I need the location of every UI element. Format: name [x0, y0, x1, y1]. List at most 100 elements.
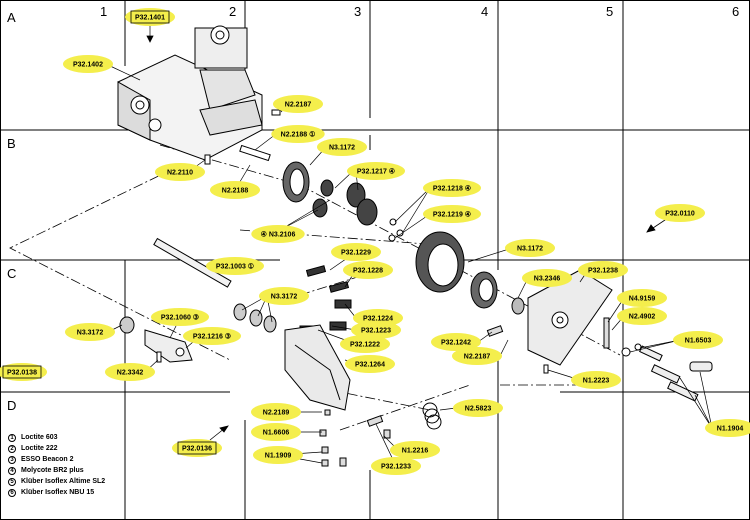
part-tag: P32.1238	[578, 261, 628, 279]
tag-label: P32.0136	[182, 446, 212, 453]
row-labels: A B C D	[7, 10, 16, 413]
part-tag: N2.2188	[210, 181, 260, 199]
tag-label: N3.3172	[271, 294, 298, 301]
tag-highlight	[343, 261, 393, 279]
tag-highlight	[183, 327, 241, 345]
gear-part	[312, 179, 378, 226]
tag-label: N1.6606	[263, 430, 290, 437]
tag-highlight	[271, 125, 325, 143]
part-tag: N3.3172	[65, 323, 115, 341]
legend-text: Klüber Isoflex NBU 15	[21, 489, 95, 496]
tag-label: N4.9159	[629, 296, 656, 303]
legend-text: Klüber Isoflex Altime SL2	[21, 478, 106, 485]
tag-highlight	[371, 457, 421, 475]
part-tag: P32.1402	[63, 55, 113, 73]
tag-label: N1.1909	[265, 453, 292, 460]
part-tag: N2.5823	[453, 399, 503, 417]
tag-highlight	[251, 225, 305, 243]
col-label-6: 6	[732, 4, 739, 19]
part-tag: P32.1401	[125, 8, 175, 26]
tag-box	[130, 10, 170, 24]
shaft-part	[153, 237, 232, 288]
part-tag: N2.2189	[251, 403, 301, 421]
row-label-a: A	[7, 10, 16, 25]
tag-label: P32.1223	[361, 328, 391, 335]
tag-label: P32.1218 ④	[433, 185, 471, 193]
screw-part	[639, 345, 713, 402]
tag-label: N2.2187	[285, 102, 312, 109]
part-tag: N1.2216	[390, 441, 440, 459]
tag-label: P32.1003 ①	[216, 263, 254, 271]
tag-highlight	[578, 261, 628, 279]
tag-highlight	[505, 239, 555, 257]
tag-label: N2.2188 ①	[281, 131, 316, 139]
part-tag: N3.1172	[505, 239, 555, 257]
part-drawings	[117, 25, 713, 467]
legend-text: Loctite 222	[21, 445, 58, 452]
tag-label: N1.1904	[717, 426, 744, 433]
tag-highlight	[0, 363, 47, 381]
part-tag: P32.0110	[655, 204, 705, 222]
tag-highlight	[390, 441, 440, 459]
part-tag: P32.0138	[0, 363, 47, 381]
legend-number: 2	[8, 444, 16, 453]
tag-highlight	[65, 323, 115, 341]
tag-label: P32.1402	[73, 62, 103, 69]
tag-label: P32.1219 ④	[433, 211, 471, 219]
tag-label: N2.5823	[465, 406, 492, 413]
part-tag: P32.1217 ④	[347, 162, 405, 180]
tag-highlight	[347, 162, 405, 180]
legend-number: 6	[8, 488, 16, 497]
legend-text: ESSO Beacon 2	[21, 456, 74, 463]
tag-label: P32.1401	[135, 15, 165, 22]
col-label-3: 3	[354, 4, 361, 19]
washer-part	[621, 347, 631, 357]
tag-highlight	[522, 269, 572, 287]
part-tag: N3.1172	[317, 138, 367, 156]
tag-label: P32.1242	[441, 340, 471, 347]
seal-ring-part	[470, 271, 498, 309]
tag-highlight	[617, 307, 667, 325]
tag-highlight	[431, 333, 481, 351]
tag-label: N2.4902	[629, 314, 656, 321]
tag-highlight	[351, 321, 401, 339]
pin-part	[271, 109, 281, 116]
column-labels: 1 2 3 4 5 6	[100, 4, 739, 19]
link-part	[144, 329, 193, 363]
tag-label: N3.1172	[329, 145, 355, 152]
part-tag: P32.1264	[345, 355, 395, 373]
part-tag: N1.2223	[571, 371, 621, 389]
col-label-2: 2	[229, 4, 236, 19]
tag-label: ④ N3.2106	[261, 231, 296, 239]
part-tag: N1.6606	[251, 423, 301, 441]
part-tag: P32.1228	[343, 261, 393, 279]
tag-label: P32.1264	[355, 362, 385, 369]
brake-pad-part	[299, 265, 352, 335]
tag-box	[2, 365, 42, 379]
tag-highlight	[340, 335, 390, 353]
tag-label: N3.3172	[77, 330, 104, 337]
small-fitting-part	[319, 325, 504, 467]
tag-highlight	[673, 331, 723, 349]
washer-part	[634, 343, 642, 351]
tag-highlight	[571, 371, 621, 389]
spring-part	[422, 402, 442, 430]
legend-text: Molycote BR2 plus	[21, 467, 84, 474]
tag-highlight	[155, 163, 205, 181]
part-tag: N2.2188 ①	[271, 125, 325, 143]
part-tag: N4.9159	[617, 289, 667, 307]
tag-label: N1.6503	[685, 338, 712, 345]
part-tag: P32.1242	[431, 333, 481, 351]
tag-label: P32.0138	[7, 370, 37, 377]
tag-label: N2.2188	[222, 188, 249, 195]
tag-label: P32.1222	[350, 342, 380, 349]
part-tag: N1.1904	[705, 419, 750, 437]
tag-highlight	[63, 55, 113, 73]
tag-label: P32.1216 ③	[193, 333, 231, 341]
